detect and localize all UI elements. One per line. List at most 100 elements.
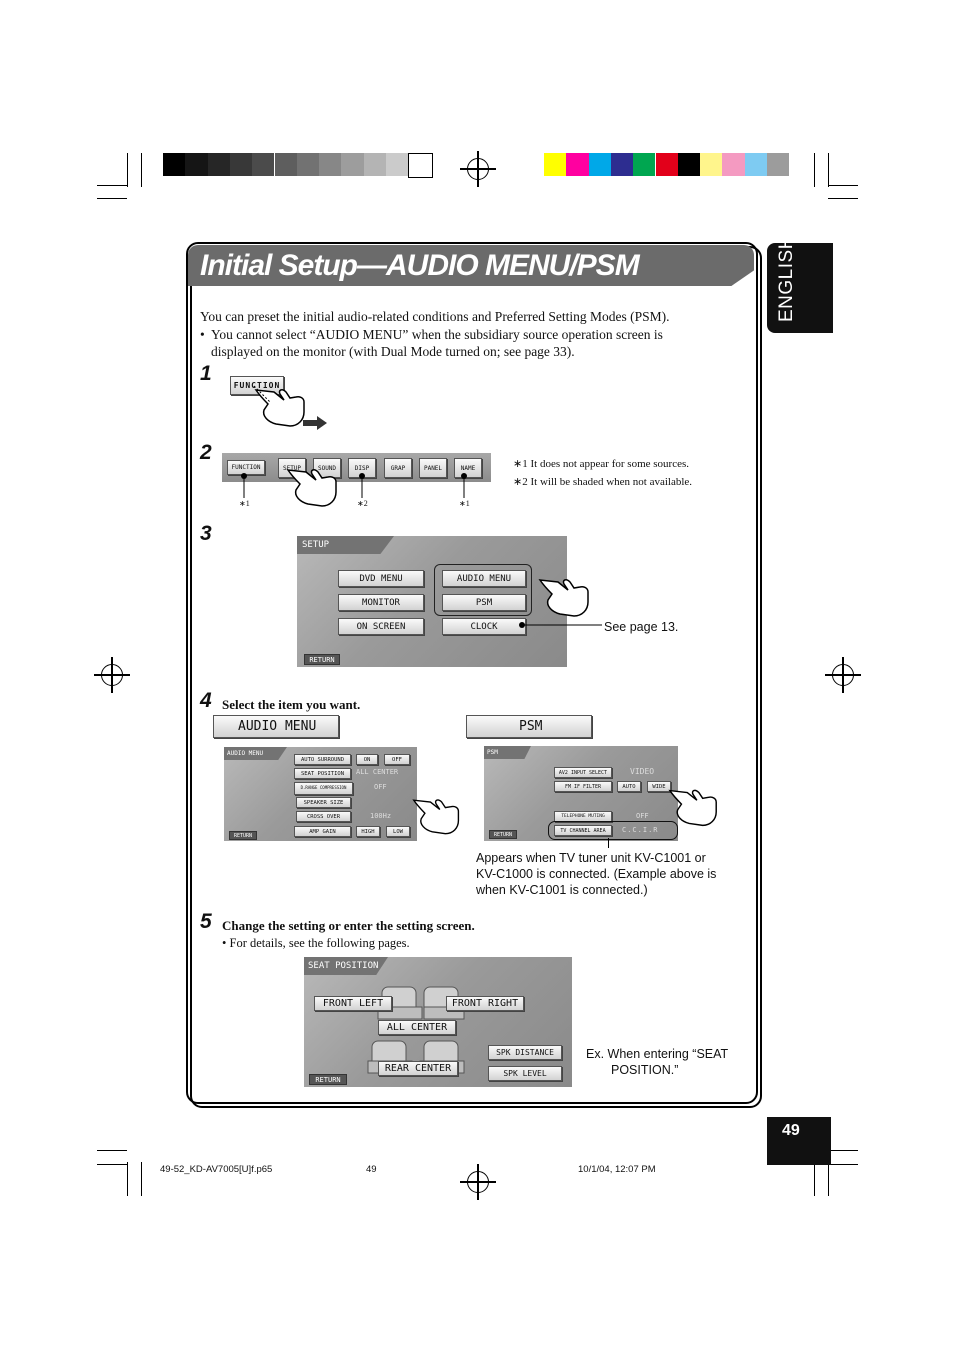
footer-file: 49-52_KD-AV7005[U]f.p65 bbox=[160, 1164, 273, 1175]
return-button[interactable]: RETURN bbox=[309, 1074, 347, 1085]
dvd-menu-button[interactable]: DVD MENU bbox=[338, 570, 424, 587]
registration-mark-icon bbox=[825, 657, 861, 693]
gray-swatch bbox=[163, 153, 186, 176]
monitor-button[interactable]: MONITOR bbox=[338, 594, 424, 611]
intro-line: You can preset the initial audio-related… bbox=[200, 309, 670, 324]
function-button[interactable]: FUNCTION bbox=[230, 376, 284, 395]
title-bar bbox=[188, 245, 754, 286]
language-tab bbox=[767, 243, 833, 333]
language-label: ENGLISH bbox=[776, 235, 797, 322]
speaker-size-button[interactable]: SPEAKER SIZE bbox=[296, 797, 351, 808]
front-right-button[interactable]: FRONT RIGHT bbox=[446, 996, 524, 1011]
pointing-hand-icon bbox=[668, 789, 717, 827]
return-button[interactable]: RETURN bbox=[304, 654, 340, 665]
page-title: Initial Setup—AUDIO MENU/PSM bbox=[200, 249, 640, 282]
footnote-text: It will be shaded when not available. bbox=[530, 476, 693, 488]
fm-if-filter-label: FM IF FILTER bbox=[554, 781, 612, 792]
function-bar-grap-button[interactable]: GRAP bbox=[384, 458, 412, 478]
auto-surround-label: AUTO SURROUND bbox=[294, 754, 351, 765]
gray-swatch bbox=[319, 153, 342, 176]
highlight-box bbox=[434, 564, 532, 616]
tv-channel-area-button[interactable]: TV CHANNEL AREA bbox=[554, 825, 612, 836]
all-center-button[interactable]: ALL CENTER bbox=[378, 1020, 456, 1035]
step-number: 2 bbox=[200, 441, 212, 464]
d-range-compression-button[interactable]: D.RANGE COMPRESSION bbox=[294, 782, 353, 795]
callout-line bbox=[608, 838, 609, 848]
footnote-mark: ∗2 bbox=[513, 476, 528, 488]
d-range-compression-value: OFF bbox=[374, 783, 387, 791]
gray-swatch bbox=[207, 153, 230, 176]
on-screen-button[interactable]: ON SCREEN bbox=[338, 618, 424, 635]
amp-gain-label: AMP GAIN bbox=[294, 826, 351, 837]
gray-swatch bbox=[185, 153, 208, 176]
color-swatch bbox=[544, 153, 567, 176]
page-frame bbox=[186, 242, 758, 1104]
pointing-hand-icon bbox=[538, 579, 589, 617]
fm-if-filter-auto-button[interactable]: AUTO bbox=[617, 781, 641, 792]
function-bar-panel-button[interactable]: PANEL bbox=[419, 458, 447, 478]
footnote-text: It does not appear for some sources. bbox=[530, 458, 690, 470]
spk-distance-button[interactable]: SPK DISTANCE bbox=[488, 1045, 562, 1060]
gray-swatch bbox=[296, 153, 320, 176]
highlight-box bbox=[548, 821, 678, 840]
psm-screen: PSM AV2 INPUT SELECT VIDEO FM IF FILTER … bbox=[484, 746, 678, 841]
av2-input-select-button[interactable]: AV2 INPUT SELECT bbox=[554, 767, 612, 778]
gray-swatch bbox=[252, 153, 275, 176]
psm-screen-tab: PSM bbox=[484, 746, 531, 759]
setup-screen-tab: SETUP bbox=[297, 536, 394, 554]
step-number: 3 bbox=[200, 522, 212, 545]
telephone-muting-value: OFF bbox=[636, 812, 649, 820]
color-swatch bbox=[700, 153, 723, 176]
step-number: 5 bbox=[200, 910, 212, 933]
cross-over-button[interactable]: CROSS OVER bbox=[296, 811, 351, 822]
function-bar: FUNCTION SETUP SOUND DISP GRAP PANEL NAM… bbox=[222, 453, 491, 482]
intro-bullet-line: displayed on the monitor (with Dual Mode… bbox=[211, 344, 575, 359]
psm-note: Appears when TV tuner unit KV-C1001 or K… bbox=[476, 850, 716, 898]
color-swatch bbox=[767, 153, 790, 176]
footnote-mark: ∗1 bbox=[239, 499, 250, 508]
step-instruction: Select the item you want. bbox=[222, 697, 361, 712]
step-number: 1 bbox=[200, 362, 212, 385]
pointing-hand-icon bbox=[286, 469, 337, 507]
fm-if-filter-wide-button[interactable]: WIDE bbox=[647, 781, 671, 792]
amp-gain-high-button[interactable]: HIGH bbox=[356, 826, 380, 837]
seat-position-screen-tab: SEAT POSITION bbox=[304, 957, 388, 975]
seat-position-button[interactable]: SEAT POSITION bbox=[294, 768, 351, 779]
return-button[interactable]: RETURN bbox=[489, 830, 517, 839]
psm-button[interactable]: PSM bbox=[442, 594, 526, 611]
gray-swatch bbox=[363, 153, 386, 176]
audio-menu-header-button: AUDIO MENU bbox=[213, 715, 339, 738]
footnotes: ∗1 It does not appear for some sources. … bbox=[513, 455, 692, 491]
function-bar-sound-button[interactable]: SOUND bbox=[313, 458, 341, 478]
step-number: 4 bbox=[200, 689, 212, 712]
color-swatch bbox=[588, 153, 611, 176]
gray-swatch bbox=[386, 153, 409, 176]
psm-header-button: PSM bbox=[466, 715, 592, 738]
footnote-mark: ∗1 bbox=[459, 499, 470, 508]
rear-center-button[interactable]: REAR CENTER bbox=[378, 1061, 458, 1076]
gray-swatch bbox=[229, 153, 253, 176]
auto-surround-off-button[interactable]: OFF bbox=[384, 754, 410, 765]
intro-bullet-line: You cannot select “AUDIO MENU” when the … bbox=[211, 326, 663, 342]
auto-surround-on-button[interactable]: ON bbox=[356, 754, 378, 765]
function-bar-name-button[interactable]: NAME bbox=[454, 458, 482, 478]
psm-note-line: when KV-C1001 is connected.) bbox=[476, 883, 648, 897]
audio-menu-screen-tab: AUDIO MENU bbox=[224, 747, 287, 760]
step-instruction: Change the setting or enter the setting … bbox=[222, 918, 475, 933]
see-page-note: See page 13. bbox=[604, 620, 679, 634]
footer-page: 49 bbox=[366, 1164, 377, 1175]
bullet: • bbox=[200, 326, 205, 342]
amp-gain-low-button[interactable]: LOW bbox=[386, 826, 410, 837]
return-button[interactable]: RETURN bbox=[229, 831, 257, 840]
audio-menu-button[interactable]: AUDIO MENU bbox=[442, 570, 526, 587]
seat-note-line: Ex. When entering “SEAT bbox=[586, 1047, 729, 1061]
clock-button[interactable]: CLOCK bbox=[442, 618, 526, 635]
footnote-mark: ∗1 bbox=[513, 458, 528, 470]
callout-line bbox=[519, 622, 602, 628]
registration-mark-icon bbox=[460, 1164, 496, 1200]
color-swatch bbox=[744, 153, 767, 176]
front-left-button[interactable]: FRONT LEFT bbox=[314, 996, 392, 1011]
spk-level-button[interactable]: SPK LEVEL bbox=[488, 1066, 562, 1081]
audio-menu-screen: AUDIO MENU AUTO SURROUND ON OFF SEAT POS… bbox=[224, 747, 417, 841]
seat-note-line: POSITION.” bbox=[611, 1063, 679, 1077]
